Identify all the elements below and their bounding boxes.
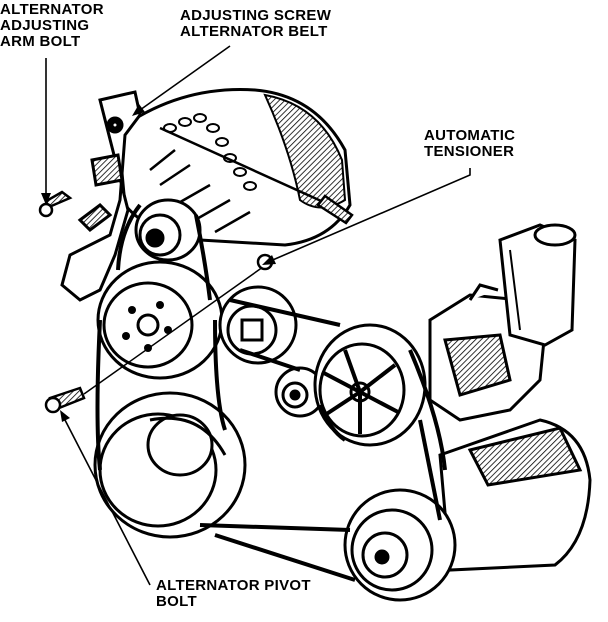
leader-lines: [45, 45, 471, 586]
idler-pulley: [218, 285, 298, 365]
alternator-pulley: [134, 198, 202, 262]
adjusting-screw: [159, 126, 354, 225]
label-line: AUTOMATIC: [424, 127, 516, 144]
ac-compressor: [343, 418, 592, 602]
label-line: BOLT: [156, 593, 197, 610]
label-line: ADJUSTING SCREW: [180, 7, 332, 24]
label-alternator-adjusting-arm-bolt: ALTERNATOR ADJUSTING ARM BOLT: [0, 2, 104, 50]
drive-belt: [95, 203, 447, 582]
adjusting-bracket: [60, 90, 142, 302]
power-steering-pump: [428, 223, 577, 422]
label-line: ARM BOLT: [0, 33, 81, 50]
power-steering-pulley: [313, 323, 427, 447]
label-line: TENSIONER: [424, 143, 515, 160]
tensioner-pulley: [274, 366, 326, 418]
label-adjusting-screw-alternator-belt: ADJUSTING SCREW ALTERNATOR BELT: [180, 8, 331, 40]
label-line: ADJUSTING: [0, 17, 90, 34]
label-line: ALTERNATOR BELT: [180, 23, 328, 40]
label-line: ALTERNATOR: [0, 1, 104, 18]
pivot-axis-line: [83, 261, 271, 395]
label-alternator-pivot-bolt: ALTERNATOR PIVOT BOLT: [156, 578, 311, 610]
label-line: ALTERNATOR PIVOT: [156, 577, 311, 594]
arrowheads: [41, 104, 276, 422]
label-automatic-tensioner: AUTOMATIC TENSIONER: [424, 128, 515, 160]
crankshaft-pulley: [93, 391, 247, 539]
pivot-bolt: [44, 386, 86, 414]
water-pump-pulley: [96, 260, 224, 380]
